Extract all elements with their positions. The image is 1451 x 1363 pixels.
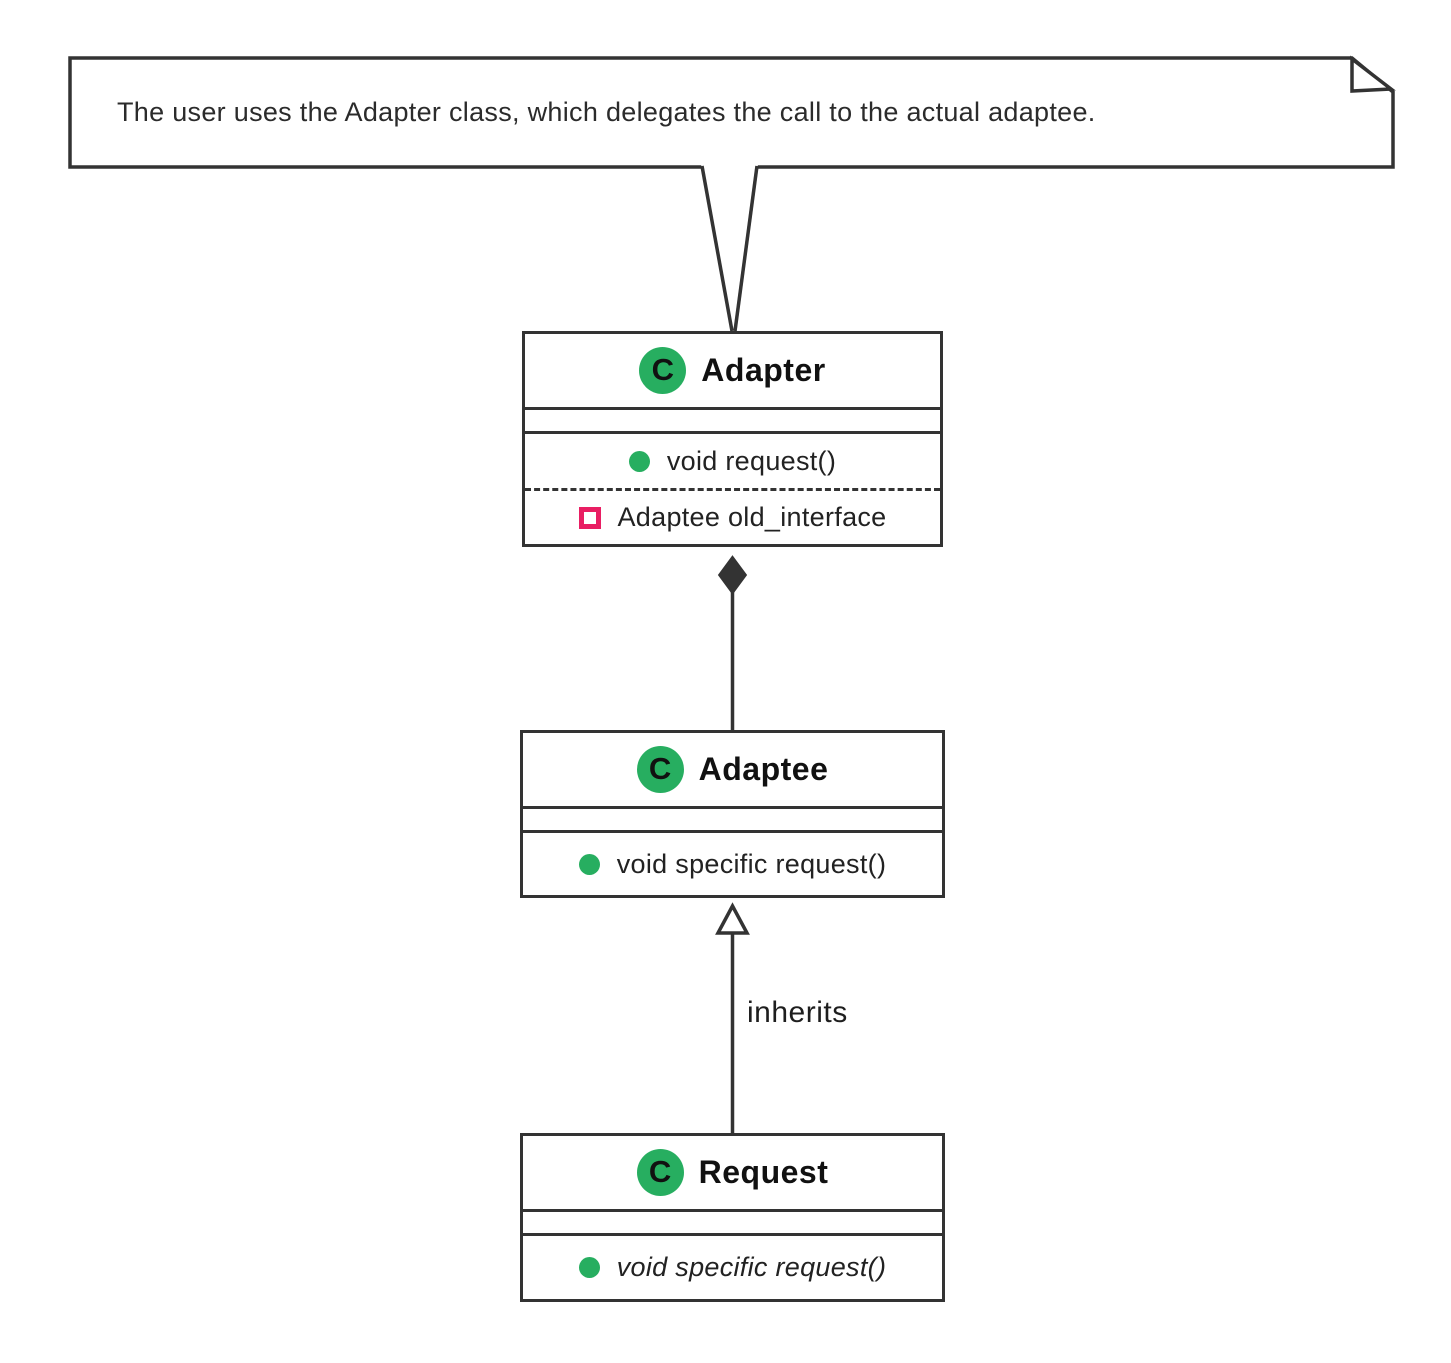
note-shape bbox=[68, 56, 1395, 169]
fields-section-empty bbox=[525, 410, 940, 434]
class-box-adaptee: C Adaptee void specific request() bbox=[520, 730, 945, 898]
method-row: void specific request() bbox=[523, 833, 942, 895]
class-name: Request bbox=[698, 1154, 829, 1190]
class-box-request: C Request void specific request() bbox=[520, 1133, 945, 1302]
method-text: void specific request() bbox=[616, 848, 887, 879]
fields-section-empty bbox=[523, 809, 942, 833]
class-header: C Request bbox=[523, 1136, 942, 1212]
class-box-adapter: C Adapter void request() Adaptee old_int… bbox=[522, 331, 943, 547]
field-square-icon bbox=[578, 506, 601, 529]
public-method-dot-icon bbox=[578, 853, 600, 875]
attribute-row: Adaptee old_interface bbox=[525, 488, 940, 544]
note-tail-right-edge bbox=[733, 165, 759, 332]
attribute-text: Adaptee old_interface bbox=[617, 502, 887, 532]
class-c-circle-icon: C bbox=[636, 1149, 684, 1196]
composition-diamond-icon bbox=[717, 555, 748, 595]
inheritance-label: inherits bbox=[747, 996, 848, 1029]
class-header: C Adapter bbox=[525, 334, 940, 410]
method-text: void request() bbox=[666, 445, 837, 476]
method-row: void specific request() bbox=[523, 1236, 942, 1299]
class-name: Adaptee bbox=[698, 751, 829, 787]
fields-section-empty bbox=[523, 1212, 942, 1236]
note-text: The user uses the Adapter class, which d… bbox=[117, 97, 1096, 127]
public-method-dot-icon bbox=[628, 450, 650, 472]
class-header: C Adaptee bbox=[523, 733, 942, 809]
note-tail-left-edge bbox=[700, 165, 734, 332]
public-method-dot-icon bbox=[578, 1257, 600, 1278]
method-row: void request() bbox=[525, 434, 940, 488]
class-name: Adapter bbox=[701, 352, 826, 388]
method-text: void specific request() bbox=[616, 1252, 887, 1282]
note-fold-icon bbox=[1350, 55, 1396, 93]
note-tail bbox=[701, 164, 758, 331]
class-c-circle-icon: C bbox=[636, 746, 684, 793]
class-c-circle-icon: C bbox=[639, 347, 687, 394]
inheritance-arrow-icon bbox=[715, 902, 750, 935]
